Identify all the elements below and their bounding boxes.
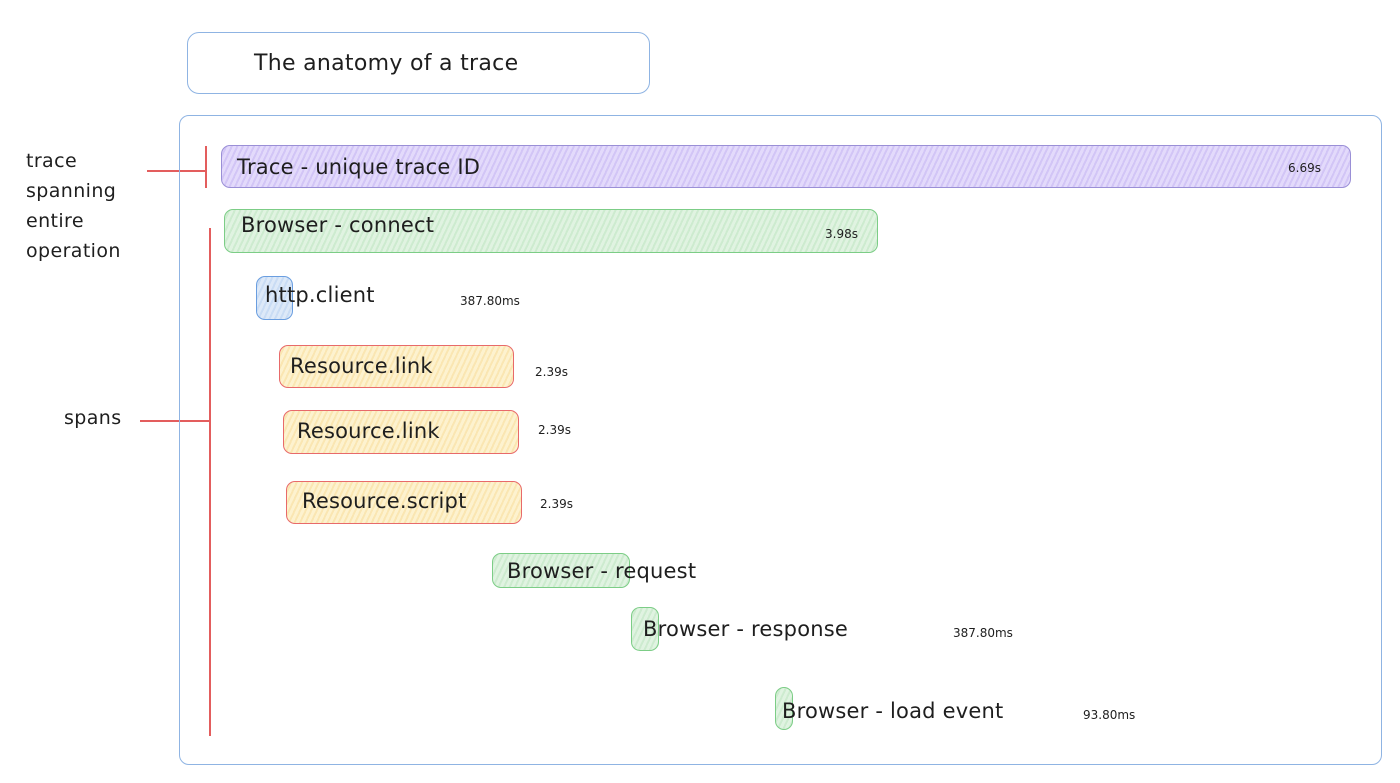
trace-annotation-line-1: trace — [26, 150, 78, 172]
span-bar-resource-link-1 — [279, 345, 514, 388]
span-label-resource-link-2: Resource.link — [297, 419, 440, 443]
span-bar-browser-connect — [224, 209, 878, 253]
span-duration-resource-script: 2.39s — [540, 497, 573, 511]
trace-duration: 6.69s — [1288, 161, 1321, 175]
span-label-browser-load-event: Browser - load event — [782, 699, 1004, 723]
span-duration-browser-response: 387.80ms — [953, 626, 1013, 640]
trace-label: Trace - unique trace ID — [237, 155, 481, 179]
span-duration-resource-link-1: 2.39s — [535, 365, 568, 379]
span-bar-browser-response — [631, 607, 659, 651]
span-duration-http-client: 387.80ms — [460, 294, 520, 308]
span-label-browser-request: Browser - request — [507, 559, 697, 583]
trace-bracket-line — [205, 146, 207, 188]
trace-annotation-line-4: operation — [26, 240, 121, 262]
span-bar-browser-load-event — [775, 687, 793, 730]
spans-bracket-line — [209, 228, 211, 736]
title-box: The anatomy of a trace — [187, 32, 650, 94]
span-label-browser-connect: Browser - connect — [241, 213, 435, 237]
span-bar-resource-script — [286, 481, 522, 524]
span-label-http-client: http.client — [265, 283, 375, 307]
span-duration-browser-connect: 3.98s — [825, 227, 858, 241]
trace-bar — [221, 145, 1351, 188]
spans-connector-line — [140, 420, 210, 422]
span-bar-browser-request — [492, 553, 630, 588]
trace-annotation-line-2: spanning — [26, 180, 117, 202]
span-bar-resource-link-2 — [283, 410, 519, 454]
trace-annotation: trace spanning entire operation — [26, 146, 121, 266]
span-duration-resource-link-2: 2.39s — [538, 423, 571, 437]
diagram-title: The anatomy of a trace — [254, 50, 519, 76]
spans-annotation: spans — [64, 407, 122, 429]
span-label-resource-script: Resource.script — [302, 489, 467, 513]
span-label-browser-response: Browser - response — [643, 617, 849, 641]
trace-annotation-line-3: entire — [26, 210, 84, 232]
trace-connector-line — [147, 170, 205, 172]
span-label-resource-link-1: Resource.link — [290, 354, 433, 378]
span-duration-browser-load-event: 93.80ms — [1083, 708, 1136, 722]
span-bar-http-client — [256, 276, 293, 320]
trace-frame — [179, 115, 1382, 765]
